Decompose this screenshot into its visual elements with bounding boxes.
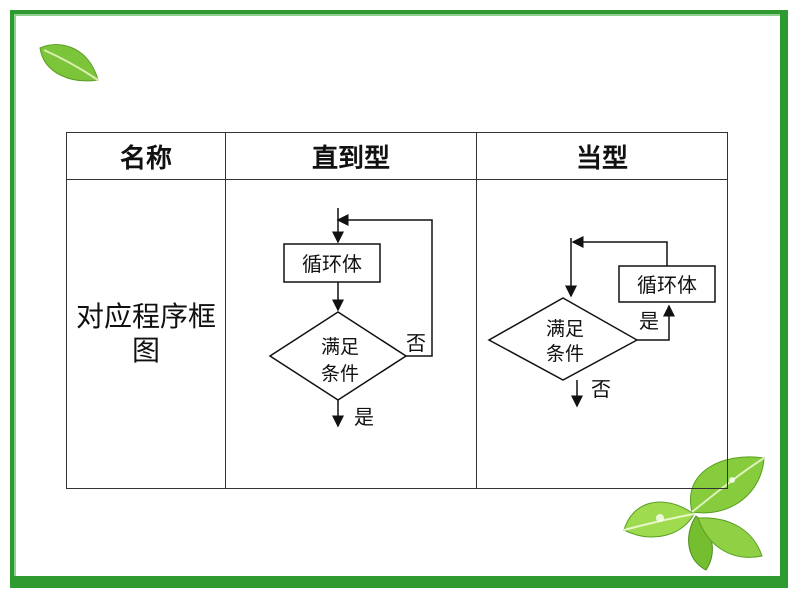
while-condition-diamond bbox=[487, 297, 639, 381]
while-yes-label: 是 bbox=[639, 309, 659, 333]
while-body-label: 循环体 bbox=[637, 273, 697, 297]
until-cond-line1: 满足 bbox=[321, 336, 359, 358]
until-no-label: 否 bbox=[406, 331, 426, 355]
until-no-loopback bbox=[336, 214, 433, 357]
header-until-type: 直到型 bbox=[225, 132, 478, 180]
frame-shadow-bottom bbox=[10, 576, 784, 586]
row-label: 对应程序框 图 bbox=[65, 179, 227, 489]
leaves-cluster-icon bbox=[623, 456, 765, 571]
until-loop-flowchart: 循环体 满足 条件 否 是 bbox=[268, 208, 433, 429]
until-loop-cell: 循环体 满足 条件 否 是 bbox=[225, 179, 478, 489]
header-name: 名称 bbox=[65, 132, 227, 180]
header-row: 名称 直到型 当型 bbox=[65, 132, 728, 180]
flowchart-row: 对应程序框 图 循环体 满足 条件 bbox=[65, 179, 728, 489]
while-loop-cell: 满足 条件 是 循环体 否 bbox=[476, 179, 728, 489]
while-loopback bbox=[571, 236, 668, 266]
while-loop-flowchart: 满足 条件 是 循环体 否 bbox=[487, 236, 716, 408]
while-cond-line2: 条件 bbox=[546, 343, 584, 365]
row-label-line1: 对应程序框 bbox=[76, 300, 217, 333]
while-no-label: 否 bbox=[591, 377, 611, 401]
until-body-box bbox=[283, 243, 381, 283]
while-yes-branch bbox=[637, 304, 676, 341]
while-body-box bbox=[618, 265, 716, 303]
header-while-type: 当型 bbox=[476, 132, 728, 180]
comparison-table: 名称 直到型 当型 对应程序框 图 循环体 bbox=[65, 132, 728, 489]
frame-shadow-right bbox=[780, 10, 788, 586]
until-body-label: 循环体 bbox=[302, 252, 362, 276]
until-cond-line2: 条件 bbox=[321, 363, 359, 385]
row-label-line2: 图 bbox=[132, 334, 161, 367]
leaf-icon bbox=[39, 44, 99, 82]
while-cond-line1: 满足 bbox=[546, 318, 584, 340]
until-yes-label: 是 bbox=[354, 405, 374, 429]
